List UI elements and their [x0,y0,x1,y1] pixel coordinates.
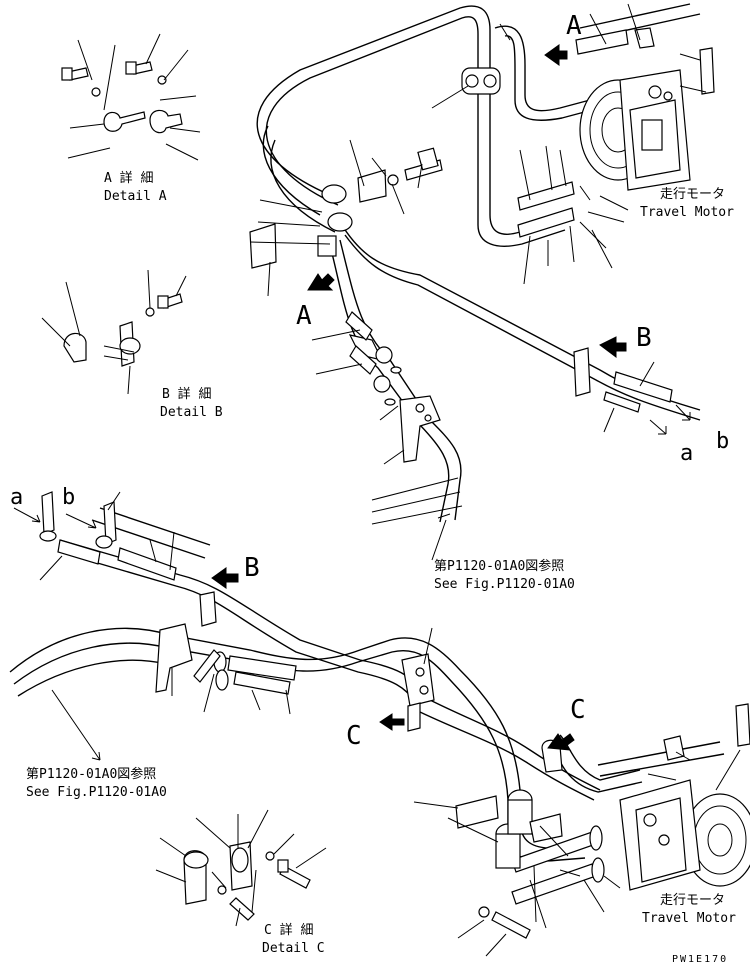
arrow-indicator [211,567,239,589]
ref-left-jp: 第P1120-01A0図参照 [26,766,156,782]
callout-b-small-bottom: b [62,485,75,510]
detail-b-en: Detail B [160,405,223,420]
arrow-indicator [599,336,627,358]
detail-c-en: Detail C [262,941,325,956]
callout-a-upper: A [566,11,582,41]
hose-fitting [227,655,297,681]
washer [387,174,399,186]
travel-motor-top [579,27,715,191]
callout-c-right: C [570,695,586,725]
callout-c-left: C [346,721,362,751]
travel-motor-top-en: Travel Motor [640,205,734,220]
callout-a-small-top: a [680,441,693,466]
detail-a-jp: A 詳 細 [104,170,153,186]
hose-fitting [117,547,177,581]
clamp-b [573,347,591,397]
clamp-block [317,235,337,257]
arrow-indicator [307,273,335,291]
travel-motor-bottom-jp: 走行モータ [660,893,725,908]
arrow-indicator [547,733,575,751]
travel-motor-bottom [619,703,750,891]
travel-motor-bottom-en: Travel Motor [642,911,736,926]
detail-labels: A 詳 細 Detail A B 詳 細 Detail B C 詳 細 Deta… [104,170,325,956]
arrow-indicator [379,713,405,731]
detail-a-en: Detail A [104,189,167,204]
arrow-indicator [544,44,568,66]
detail-b-jp: B 詳 細 [162,386,211,402]
callout-a-lower: A [296,301,312,331]
detail-c-jp: C 詳 細 [264,922,313,938]
callout-b-upper: B [636,323,652,353]
upper-piping-assembly [249,3,701,525]
drawing-code: PW1E170 [672,954,728,964]
travel-motor-top-jp: 走行モータ [660,187,725,202]
part-labels: 走行モータ Travel Motor 走行モータ Travel Motor 第P… [26,187,736,964]
clamp-block [401,653,435,707]
spacer-block [321,184,347,204]
callout-b-lower: B [244,553,260,583]
pipe-block [399,395,441,463]
clamp-block [155,623,193,693]
callout-a-small-bottom: a [10,485,23,510]
ref-mid-en: See Fig.P1120-01A0 [434,577,575,592]
ref-mid-jp: 第P1120-01A0図参照 [434,558,564,574]
lower-piping-assembly [9,491,725,939]
leader-lines [39,3,741,957]
callout-b-small-top: b [716,429,729,454]
hose-fitting-b [613,371,673,403]
hose-fitting [517,181,575,211]
clamp-bracket [357,169,387,203]
detail-a [61,33,201,161]
detail-b [41,269,187,395]
detail-c [155,809,327,927]
callout-labels: A A B B C C a b a b [10,11,729,751]
ref-left-en: See Fig.P1120-01A0 [26,785,167,800]
